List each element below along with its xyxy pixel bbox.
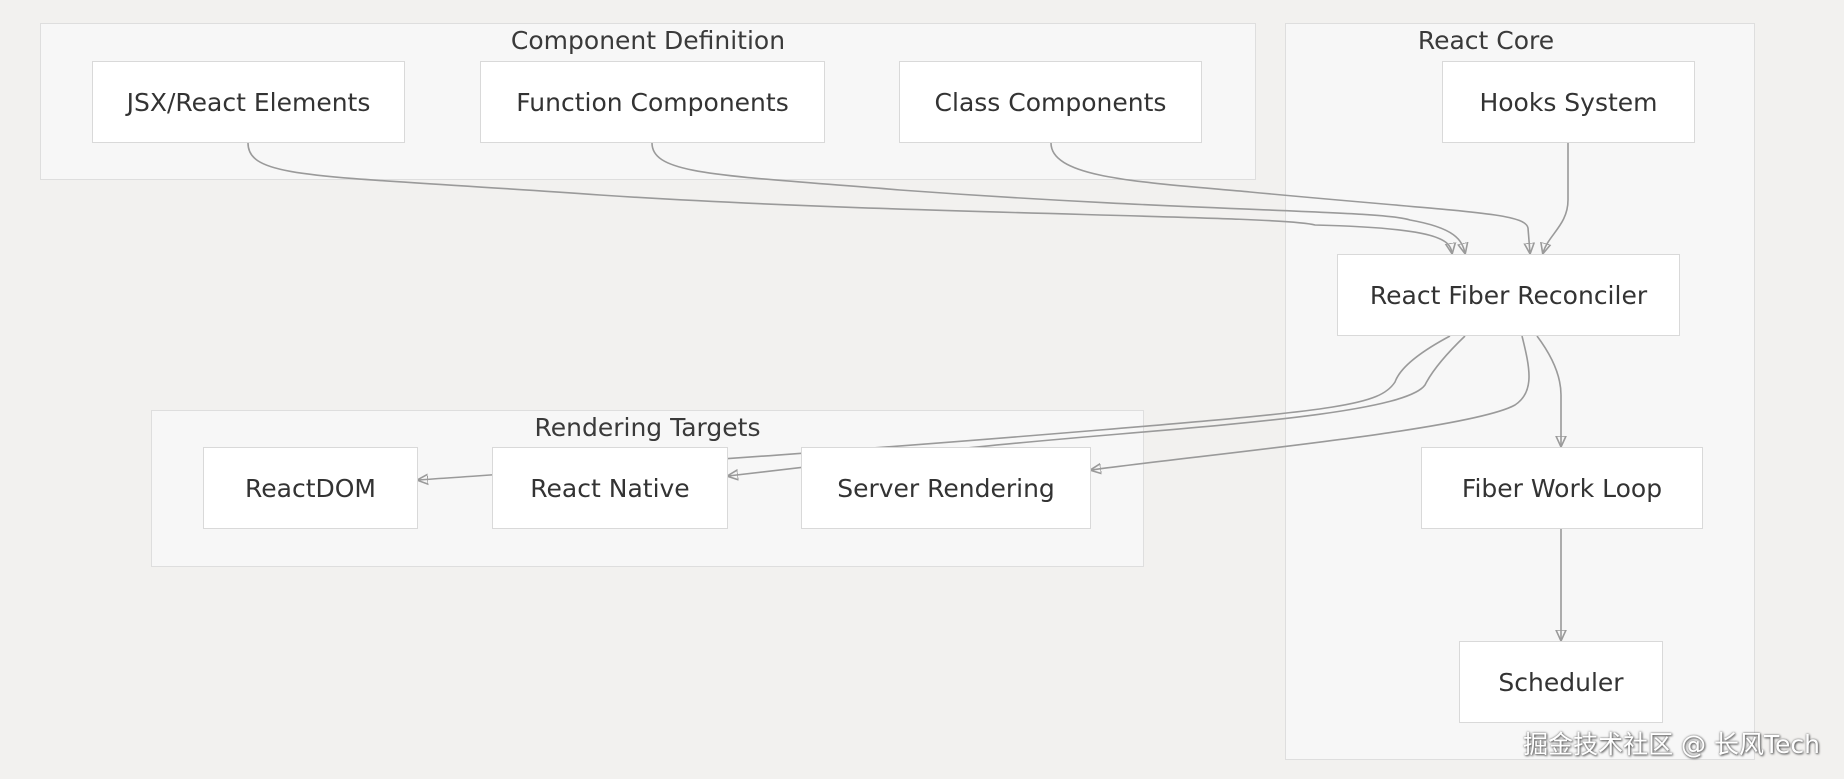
group-title-rendering-targets: Rendering Targets (534, 413, 761, 442)
node-reactdom[interactable]: ReactDOM (203, 447, 418, 529)
node-react-native[interactable]: React Native (492, 447, 728, 529)
node-scheduler[interactable]: Scheduler (1459, 641, 1663, 723)
node-hooks-system[interactable]: Hooks System (1442, 61, 1695, 143)
watermark-text: 掘金技术社区 @ 长风Tech (1523, 730, 1820, 759)
group-title-component-definition: Component Definition (510, 26, 786, 55)
node-class-components[interactable]: Class Components (899, 61, 1202, 143)
node-fiber-work-loop[interactable]: Fiber Work Loop (1421, 447, 1703, 529)
node-react-fiber-reconciler[interactable]: React Fiber Reconciler (1337, 254, 1680, 336)
node-jsx-react-elements[interactable]: JSX/React Elements (92, 61, 405, 143)
node-function-components[interactable]: Function Components (480, 61, 825, 143)
group-title-react-core: React Core (1417, 26, 1555, 55)
node-server-rendering[interactable]: Server Rendering (801, 447, 1091, 529)
